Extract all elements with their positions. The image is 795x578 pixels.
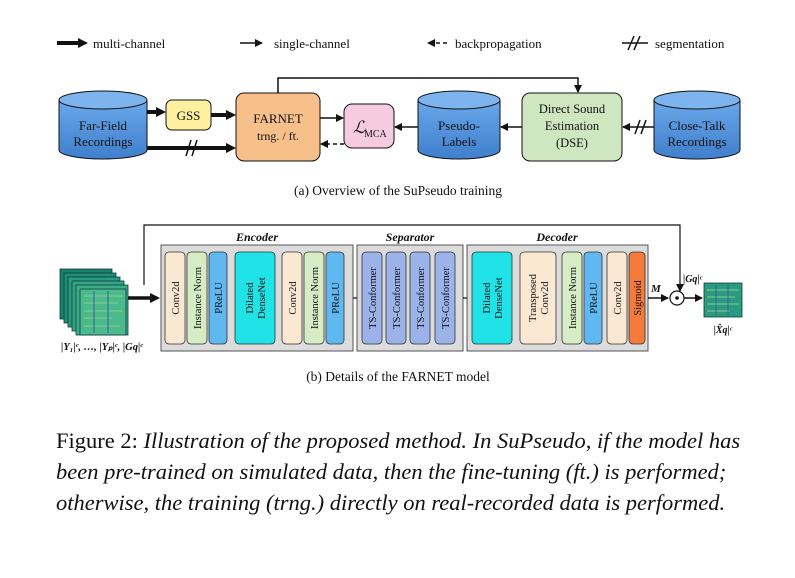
- separator-block-4: [434, 251, 456, 345]
- legend-segmentation-label: segmentation: [655, 36, 725, 51]
- encoder-block-label-7: PReLU: [331, 282, 342, 314]
- legend-multi-channel: multi-channel: [57, 36, 166, 51]
- dse-block: Direct Sound Estimation (DSE): [521, 92, 623, 162]
- decoder-block-label-6: Sigmoid: [633, 279, 644, 315]
- separator-block-1: [361, 251, 383, 345]
- decoder-title: Decoder: [535, 230, 578, 244]
- decoder-block-5: [606, 251, 628, 345]
- encoder-block-label-2: Instance Norm: [193, 267, 204, 329]
- separator-block-2: [385, 251, 407, 345]
- overview-arrows: [147, 77, 654, 157]
- encoder-block-label-5: Conv2d: [288, 281, 299, 315]
- farnet-block: FARNET trng. / ft.: [235, 92, 321, 162]
- model-panel: |Y₁|ᶜ, …, |Yₚ|ᶜ, |Gq|ᶜ Encoder Separator…: [59, 224, 743, 384]
- dse-label-line2: Estimation: [545, 119, 600, 133]
- encoder-title: Encoder: [235, 230, 278, 244]
- encoder-block-label-6: Instance Norm: [310, 267, 321, 329]
- input-spectrogram-stack: [59, 268, 129, 336]
- gss-block: GSS: [165, 99, 212, 131]
- mask-label: M: [650, 283, 662, 295]
- close-talk-line2: Recordings: [667, 134, 726, 149]
- dse-label-line3: (DSE): [556, 136, 588, 150]
- loss-subscript: MCA: [364, 129, 388, 140]
- figure-label: Figure 2:: [56, 428, 138, 453]
- pseudo-labels-line2: Labels: [442, 134, 477, 149]
- farnet-label-line2: trng. / ft.: [257, 129, 299, 143]
- legend-segmentation: segmentation: [622, 35, 725, 51]
- decoder-block-label-1: Dilated: [482, 282, 493, 314]
- output-spectrogram: [703, 282, 743, 318]
- separator-title: Separator: [386, 230, 435, 244]
- separator-block-label-3: TS-Conformer: [416, 267, 427, 329]
- pseudo-labels-database: Pseudo- Labels: [417, 90, 501, 160]
- separator-block-label-1: TS-Conformer: [368, 267, 379, 329]
- encoder-block-7: [325, 251, 345, 345]
- encoder-block-2: [186, 251, 208, 345]
- input-label: |Y₁|ᶜ, …, |Yₚ|ᶜ, |Gq|ᶜ: [61, 342, 143, 353]
- pseudo-labels-line1: Pseudo-: [438, 118, 480, 133]
- encoder-block-1: [164, 251, 186, 345]
- mca-loss-block: ℒ MCA: [343, 103, 395, 149]
- legend-backpropagation: backpropagation: [427, 36, 542, 51]
- decoder-block-3: [561, 251, 583, 345]
- encoder-block-6: [303, 251, 325, 345]
- encoder-block-5: [281, 251, 303, 345]
- separator-block-label-2: TS-Conformer: [392, 267, 403, 329]
- figure-caption: Figure 2: Illustration of the proposed m…: [56, 425, 746, 518]
- decoder-block-label-2: Transposed: [528, 273, 539, 322]
- model-caption: (b) Details of the FARNET model: [306, 369, 490, 384]
- decoder-block-6: [628, 251, 646, 345]
- legend-single-channel-label: single-channel: [274, 36, 350, 51]
- separator-block-label-4: TS-Conformer: [441, 267, 452, 329]
- output-label: |X̂q|ᶜ: [714, 323, 733, 336]
- farnet-label-line1: FARNET: [253, 111, 303, 126]
- legend-single-channel: single-channel: [240, 36, 350, 51]
- dse-label-line1: Direct Sound: [539, 102, 606, 116]
- encoder-block-label-4: DenseNet: [257, 277, 268, 318]
- close-talk-database: Close-Talk Recordings: [653, 90, 741, 160]
- decoder-block-label-1: DenseNet: [494, 277, 505, 318]
- close-talk-line1: Close-Talk: [669, 118, 726, 133]
- encoder-block-4: [234, 251, 276, 345]
- separator-block-3: [409, 251, 431, 345]
- decoder-block-label-4: PReLU: [589, 282, 600, 314]
- far-field-label-line2: Recordings: [73, 134, 132, 149]
- loss-symbol: ℒ: [353, 118, 366, 137]
- encoder-block-3: [208, 251, 228, 345]
- decoder-block-2: [519, 251, 557, 345]
- encoder-block-label-3: PReLU: [214, 282, 225, 314]
- decoder-block-4: [583, 251, 603, 345]
- figure-caption-text: Illustration of the proposed method. In …: [56, 428, 741, 515]
- far-field-label-line1: Far-Field: [79, 118, 128, 133]
- legend: multi-channel single-channel backpropaga…: [57, 35, 725, 51]
- far-field-database: Far-Field Recordings: [58, 90, 148, 160]
- gq-label: |Gq|ᶜ: [683, 274, 703, 285]
- decoder-block-label-3: Instance Norm: [568, 267, 579, 329]
- decoder-block-label-5: Conv2d: [613, 281, 624, 315]
- overview-caption: (a) Overview of the SuPseudo training: [294, 183, 502, 198]
- decoder-block-label-2: Conv2d: [540, 281, 551, 315]
- overview-panel: Far-Field Recordings GSS FARNET trng. / …: [58, 77, 741, 198]
- encoder-block-label-1: Conv2d: [171, 281, 182, 315]
- decoder-block-1: [471, 251, 513, 345]
- encoder-block-label-4: Dilated: [245, 282, 256, 314]
- legend-multi-channel-label: multi-channel: [93, 36, 166, 51]
- skip-connection: [143, 224, 684, 292]
- gss-label: GSS: [177, 108, 201, 123]
- legend-backpropagation-label: backpropagation: [455, 36, 542, 51]
